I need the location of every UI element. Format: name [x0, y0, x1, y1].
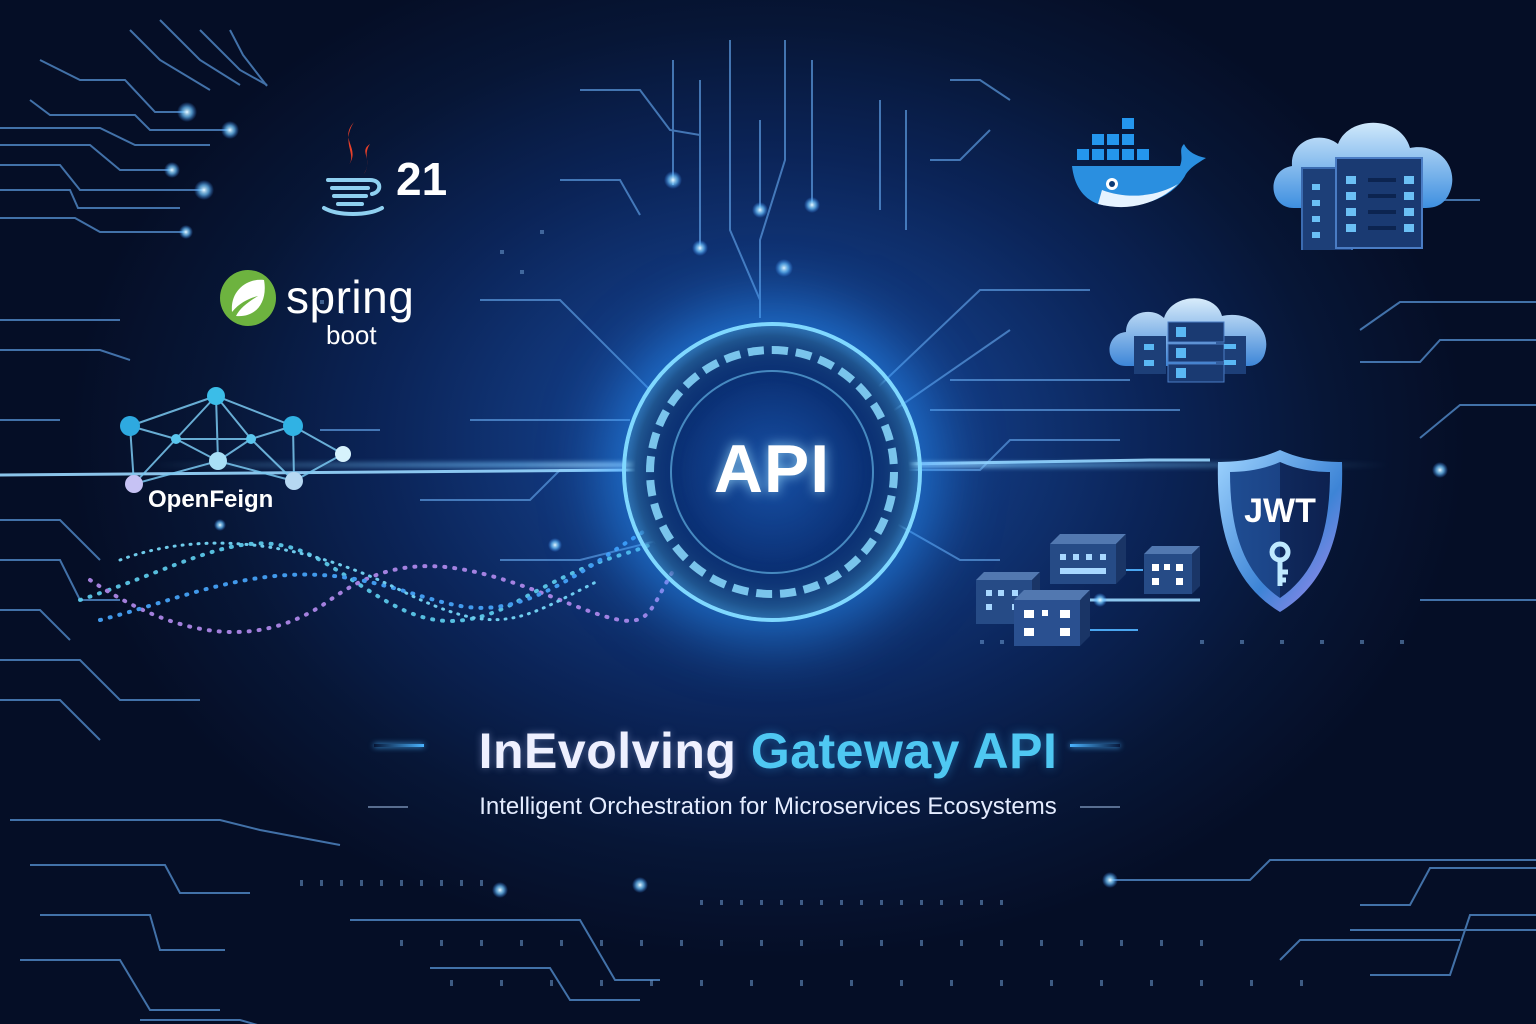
title-brand: InEvolving — [478, 723, 737, 779]
title-product: Gateway API — [750, 723, 1058, 779]
spring-wordmark: spring — [286, 271, 415, 323]
docker-logo — [1068, 112, 1218, 212]
microservice-modules — [968, 520, 1208, 650]
microservice-modules-icon — [976, 534, 1200, 646]
cloud-server-logo — [1264, 110, 1464, 253]
spring-boot-logo: spring boot — [216, 262, 436, 352]
api-emblem-inner-ring — [670, 370, 874, 574]
openfeign-logo: OpenFeign — [108, 384, 368, 524]
java-version: 21 — [396, 153, 448, 205]
spring-boot-sub: boot — [326, 320, 377, 350]
tagline: Intelligent Orchestration for Microservi… — [479, 793, 1057, 820]
cloud-server-rack-icon — [1109, 298, 1267, 383]
docker-whale-icon — [1072, 118, 1206, 208]
api-emblem-dashed-ring — [646, 346, 898, 598]
api-emblem: API — [622, 322, 922, 622]
title-rule-left — [374, 744, 424, 747]
page-title: InEvolving Gateway API — [0, 722, 1536, 780]
tagline-rule-left — [368, 806, 408, 808]
jwt-shield: JWT — [1212, 446, 1348, 616]
api-badge-label: API — [713, 431, 831, 507]
openfeign-label: OpenFeign — [148, 486, 274, 513]
cloud-rack-logo — [1104, 284, 1276, 384]
spring-leaf-icon — [220, 270, 276, 326]
cloud-server-icon — [1273, 122, 1453, 253]
tagline-rule-right — [1080, 806, 1120, 808]
title-rule-right — [1070, 744, 1120, 747]
shield-key-icon — [1217, 450, 1343, 612]
network-graph-icon — [120, 387, 351, 493]
java-logo: 21 — [318, 118, 458, 218]
jwt-label: JWT — [1244, 492, 1316, 530]
java-coffee-cup-icon — [322, 122, 384, 216]
